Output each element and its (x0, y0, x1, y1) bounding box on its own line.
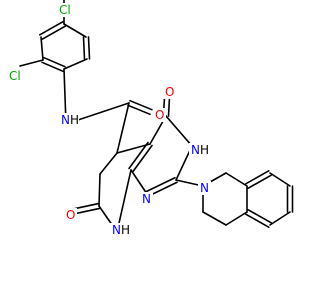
bond-ar-5 (244, 213, 270, 228)
bond-n1-c8a (130, 169, 148, 195)
atom-hydrogen-n3: H (200, 143, 209, 157)
atom-label-background (110, 223, 130, 237)
atom-label-n3: N (191, 143, 200, 157)
bond-ring-a-4-second (38, 21, 64, 36)
atom-label-background (198, 181, 211, 195)
bond-ar-4 (269, 211, 291, 226)
bond-ar6-ch2b (225, 211, 248, 226)
atom-label-background (153, 108, 166, 122)
atom-label-nh8: N (112, 223, 121, 237)
atom-hydrogen-nh_amide: H (70, 113, 79, 127)
atom-label-background (59, 113, 79, 127)
atom-hydrogen-nh8: H (121, 223, 130, 237)
bond-c4-n3 (165, 115, 193, 147)
atom-label-n_iq: N (200, 181, 209, 195)
bond-ring-a-6 (43, 56, 66, 68)
bond-c8a-c4a (128, 141, 149, 170)
bond-c8a-c4a-second (132, 144, 153, 173)
bond-c5-c6 (99, 152, 118, 175)
bond-carbonyl-o-second (127, 104, 151, 116)
atom-label-background (163, 85, 176, 99)
bond-carbonyl-c5 (116, 102, 130, 154)
atom-label-background (7, 69, 20, 83)
atom-label-background (140, 192, 153, 206)
bond-ring-a-1 (63, 58, 88, 70)
atom-label-nh_amide: N (61, 113, 70, 127)
atom-label-o_pyr: O (165, 85, 174, 99)
atom-label-background (189, 143, 209, 157)
bond-ring-a-3 (63, 23, 87, 38)
atom-label-background (57, 3, 70, 17)
bond-ar-1-second (247, 174, 273, 189)
bond-ar-1 (244, 170, 270, 185)
atom-label-o7: O (66, 208, 75, 222)
atom-label-background (64, 208, 77, 222)
bond-ring-a-2 (82, 36, 86, 60)
bond-ar-5-second (247, 209, 273, 224)
bond-c2-n1-second (145, 176, 176, 193)
bond-cl-2 (19, 59, 44, 67)
bond-ar-2 (269, 172, 291, 187)
bond-ring-a-2-second (87, 36, 91, 60)
bond-ring-a-6-second (41, 61, 64, 73)
atom-label-cl2: Cl (9, 69, 21, 83)
bond-c5-c4a (116, 143, 151, 154)
atom-label-cl1: Cl (59, 3, 71, 17)
bond-ring-a-5 (40, 36, 44, 61)
bond-ch2a-ar1 (225, 172, 248, 187)
bond-c4-o-second (167, 96, 171, 117)
atom-label-n1: N (142, 192, 151, 206)
bond-ring-a-4 (41, 25, 67, 40)
atom-label-o_amide: O (155, 108, 164, 122)
bond-ch2b-ch2c (202, 211, 227, 226)
bond-carbonyl-o (129, 99, 153, 111)
bond-n8-c8a (116, 169, 132, 233)
bond-c6-c7 (98, 173, 101, 207)
